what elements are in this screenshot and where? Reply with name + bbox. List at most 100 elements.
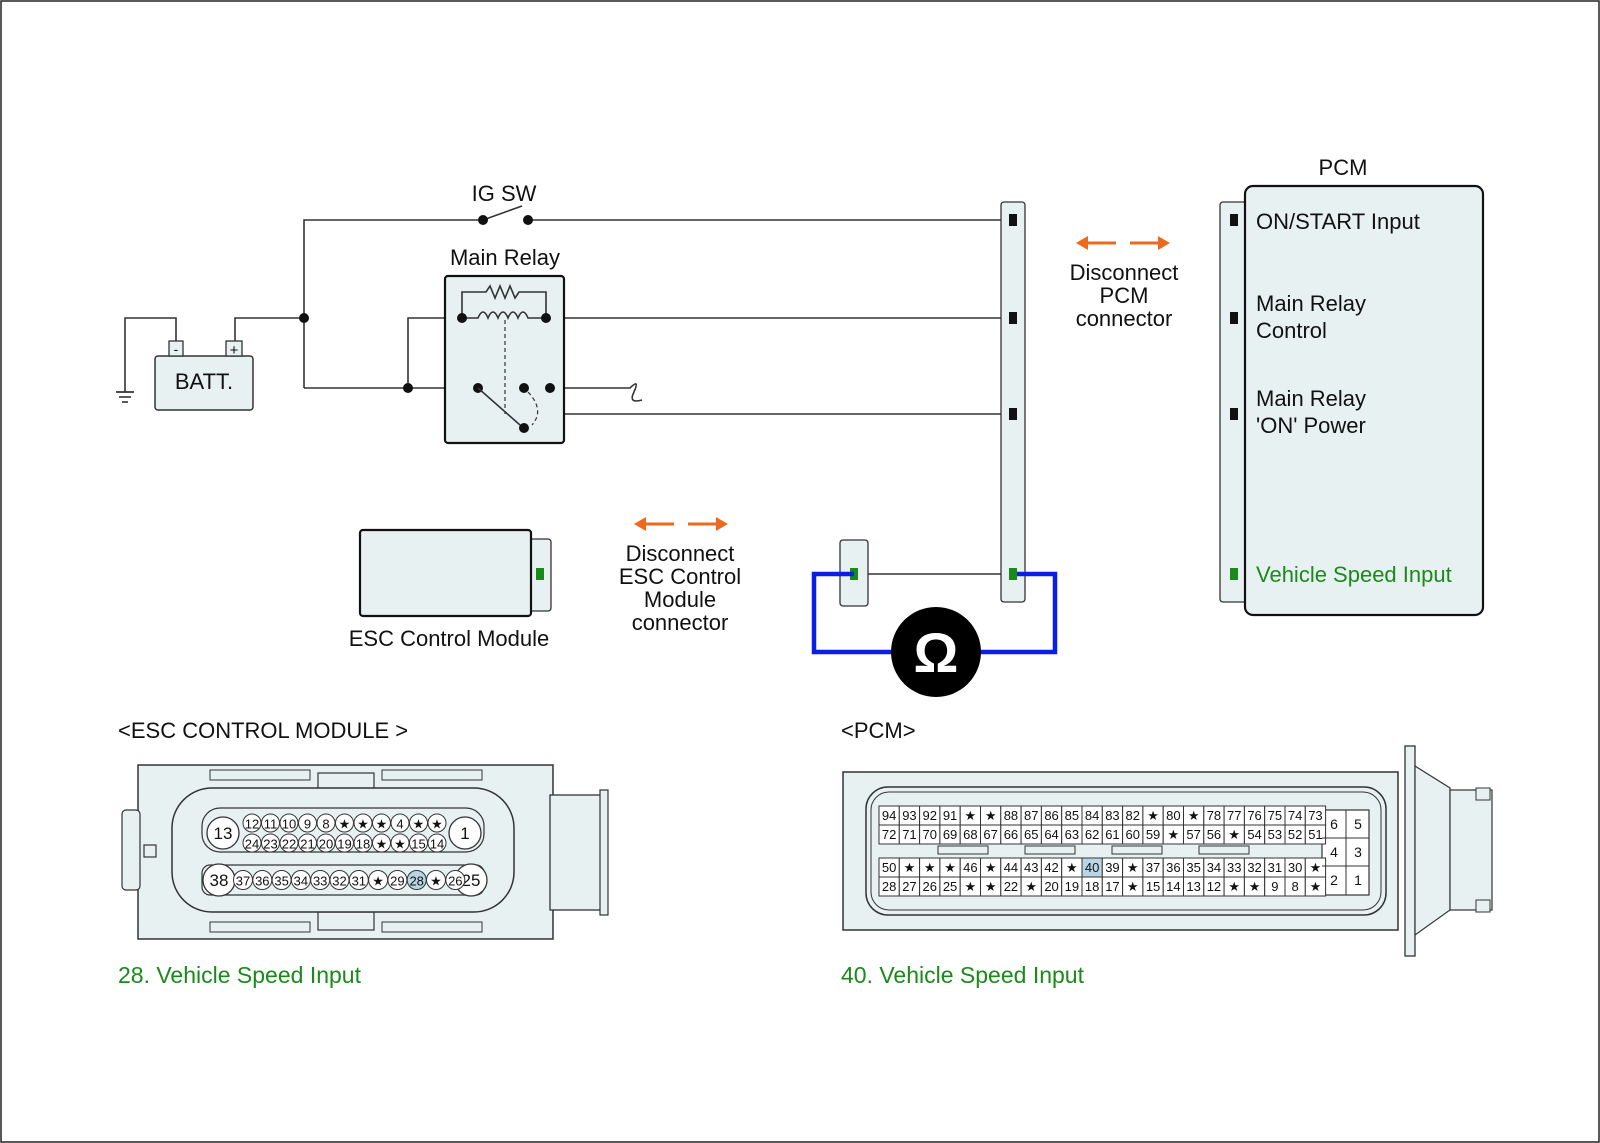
esc-pin-row3-11 <box>445 870 466 890</box>
pcm-small-pin-3: 3 <box>1354 844 1362 860</box>
esc-control-module-label: ESC Control Module <box>349 626 550 651</box>
pcm-pin-row4-label-14: 14 <box>1166 879 1180 894</box>
esc-pin-row2-label-9: 15 <box>411 837 425 852</box>
pcm-pin-row3-label-0: 50 <box>882 860 896 875</box>
pcm-pin-row2-label-3: 69 <box>943 827 957 842</box>
pcm-pin-row2-label-20: 52 <box>1288 827 1302 842</box>
esc-pin-row3-label-9: 28 <box>409 874 423 889</box>
esc-pin-row2-label-5: 19 <box>337 837 351 852</box>
pcm-on-start-input: ON/START Input <box>1256 209 1420 234</box>
ig-switch-contact-left <box>478 215 488 225</box>
esc-pin-row3-label-5: 32 <box>332 874 346 889</box>
pcm-pin-row2-label-4: 68 <box>963 827 977 842</box>
pcm-pin-note: 40. Vehicle Speed Input <box>841 962 1085 988</box>
pcm-pin-row1-label-19: 75 <box>1268 808 1282 823</box>
pcm-pin-row1-label-14: 80 <box>1166 808 1180 823</box>
pcm-pin-row2-21 <box>1304 824 1327 845</box>
pcm-pin-row2-label-16: 56 <box>1207 827 1221 842</box>
pcm-harness-connector <box>1000 201 1026 603</box>
disconnect-pcm-arrows <box>1076 236 1170 250</box>
main-relay-label: Main Relay <box>450 245 560 270</box>
pcm-pin-row4-label-13: 15 <box>1146 879 1160 894</box>
disconnect-pcm-line3: connector <box>1076 306 1173 331</box>
esc-control-module <box>358 528 552 618</box>
pcm-pin-row3-label-21: ★ <box>1310 860 1322 875</box>
esc-pin-row2-label-0: 24 <box>245 837 259 852</box>
pcm-pin-row3-label-20: 30 <box>1288 860 1302 875</box>
esc-pin-note: 28. Vehicle Speed Input <box>118 962 362 988</box>
pcm-vss-pin <box>1230 568 1238 580</box>
pcm-title: PCM <box>1319 155 1368 180</box>
pcm-pin-row4-label-5: ★ <box>985 879 997 894</box>
pcm-pin-row2-label-12: 60 <box>1126 827 1140 842</box>
pcm-pin-row3-label-19: 31 <box>1268 860 1282 875</box>
pcm-main-relay-on-line2: 'ON' Power <box>1256 413 1366 438</box>
esc-pin-row2-label-2: 22 <box>282 837 296 852</box>
pcm-small-pin-2: 2 <box>1330 872 1338 888</box>
disconnect-esc-line1: Disconnect <box>626 541 735 566</box>
esc-pin-row1-label-5: ★ <box>339 817 351 832</box>
pcm-pin-row2-label-0: 72 <box>882 827 896 842</box>
pcm-vehicle-speed-input: Vehicle Speed Input <box>1256 562 1452 587</box>
pcm-pin-row3-label-12: ★ <box>1127 860 1139 875</box>
esc-pin-row1-label-3: 9 <box>304 817 311 832</box>
pcm-pin-row2-label-21: 51 <box>1308 827 1322 842</box>
ohmmeter: Ω <box>811 571 1058 697</box>
pcm-pin-row3-label-13: 37 <box>1146 860 1160 875</box>
pcm-pin-row3-label-5: ★ <box>985 860 997 875</box>
pcm-module <box>1219 184 1485 617</box>
pcm-pin-row2-label-7: 65 <box>1024 827 1038 842</box>
disconnect-pcm-line2: PCM <box>1100 283 1149 308</box>
pcm-pin-row3-label-8: 42 <box>1044 860 1058 875</box>
esc-pin-row2-label-3: 21 <box>300 837 314 852</box>
pcm-pin-row1-label-1: 93 <box>902 808 916 823</box>
pcm-pin-row3-label-2: ★ <box>924 860 936 875</box>
pcm-pin-row1-label-8: 86 <box>1044 808 1058 823</box>
pcm-pin-row1-label-17: 77 <box>1227 808 1241 823</box>
pcm-pin-row3-label-3: ★ <box>944 860 956 875</box>
pcm-small-pin-5: 5 <box>1354 816 1362 832</box>
battery-label: BATT. <box>175 369 233 394</box>
pcm-pin-row3-label-4: 46 <box>963 860 977 875</box>
disconnect-esc-line4: connector <box>632 610 729 635</box>
disconnect-pcm-line1: Disconnect <box>1070 260 1179 285</box>
esc-pin-row2-label-7: ★ <box>376 837 388 852</box>
pcm-pin-row1-label-10: 84 <box>1085 808 1099 823</box>
esc-pin-row1-10 <box>427 813 447 833</box>
pcm-pin-row2-label-9: 63 <box>1065 827 1079 842</box>
pcm-pin-row1-label-21: 73 <box>1308 808 1322 823</box>
pcm-pin-row2-label-19: 53 <box>1268 827 1282 842</box>
pcm-pin-row2-label-13: 59 <box>1146 827 1160 842</box>
pcm-pin-row3-label-14: 36 <box>1166 860 1180 875</box>
esc-pin-row3-label-11: 26 <box>448 874 462 889</box>
pcm-main-relay-control-line1: Main Relay <box>1256 291 1366 316</box>
pcm-pin-row4-label-17: ★ <box>1228 879 1240 894</box>
pcm-small-pin-6: 6 <box>1330 816 1338 832</box>
esc-pin-row3-label-10: ★ <box>430 874 442 889</box>
pcm-pin-row3-label-6: 44 <box>1004 860 1018 875</box>
pcm-pin-row4-label-10: 18 <box>1085 879 1099 894</box>
pcm-pin-row4-label-21: ★ <box>1310 879 1322 894</box>
esc-pin-row2-label-4: 20 <box>319 837 333 852</box>
pcm-main-relay-on-line1: Main Relay <box>1256 386 1366 411</box>
pcm-pin-row2-label-6: 66 <box>1004 827 1018 842</box>
esc-pin-row1-label-8: 4 <box>396 817 403 832</box>
esc-pin-row2-10 <box>427 833 447 853</box>
pcm-pin-row2-label-14: ★ <box>1168 827 1180 842</box>
pcm-pin-row3-label-9: ★ <box>1066 860 1078 875</box>
pcm-pin-row4-label-0: 28 <box>882 879 896 894</box>
esc-pin-row1-label-0: 12 <box>245 817 259 832</box>
pcm-pin-row2-label-10: 62 <box>1085 827 1099 842</box>
pcm-pin-row1-label-11: 83 <box>1105 808 1119 823</box>
pcm-connector-title: <PCM> <box>841 718 916 743</box>
pcm-pin-row4-label-3: 25 <box>943 879 957 894</box>
pcm-pin-row4-label-12: ★ <box>1127 879 1139 894</box>
esc-pin-row2-label-1: 23 <box>263 837 277 852</box>
pcm-pin-row1-label-12: 82 <box>1126 808 1140 823</box>
pcm-pin-row4-label-11: 17 <box>1105 879 1119 894</box>
disconnect-esc-line2: ESC Control <box>619 564 741 589</box>
disconnect-esc-arrows <box>634 517 728 531</box>
battery-negative-sign: - <box>174 341 179 357</box>
esc-pin-row3-label-0: 37 <box>236 874 250 889</box>
